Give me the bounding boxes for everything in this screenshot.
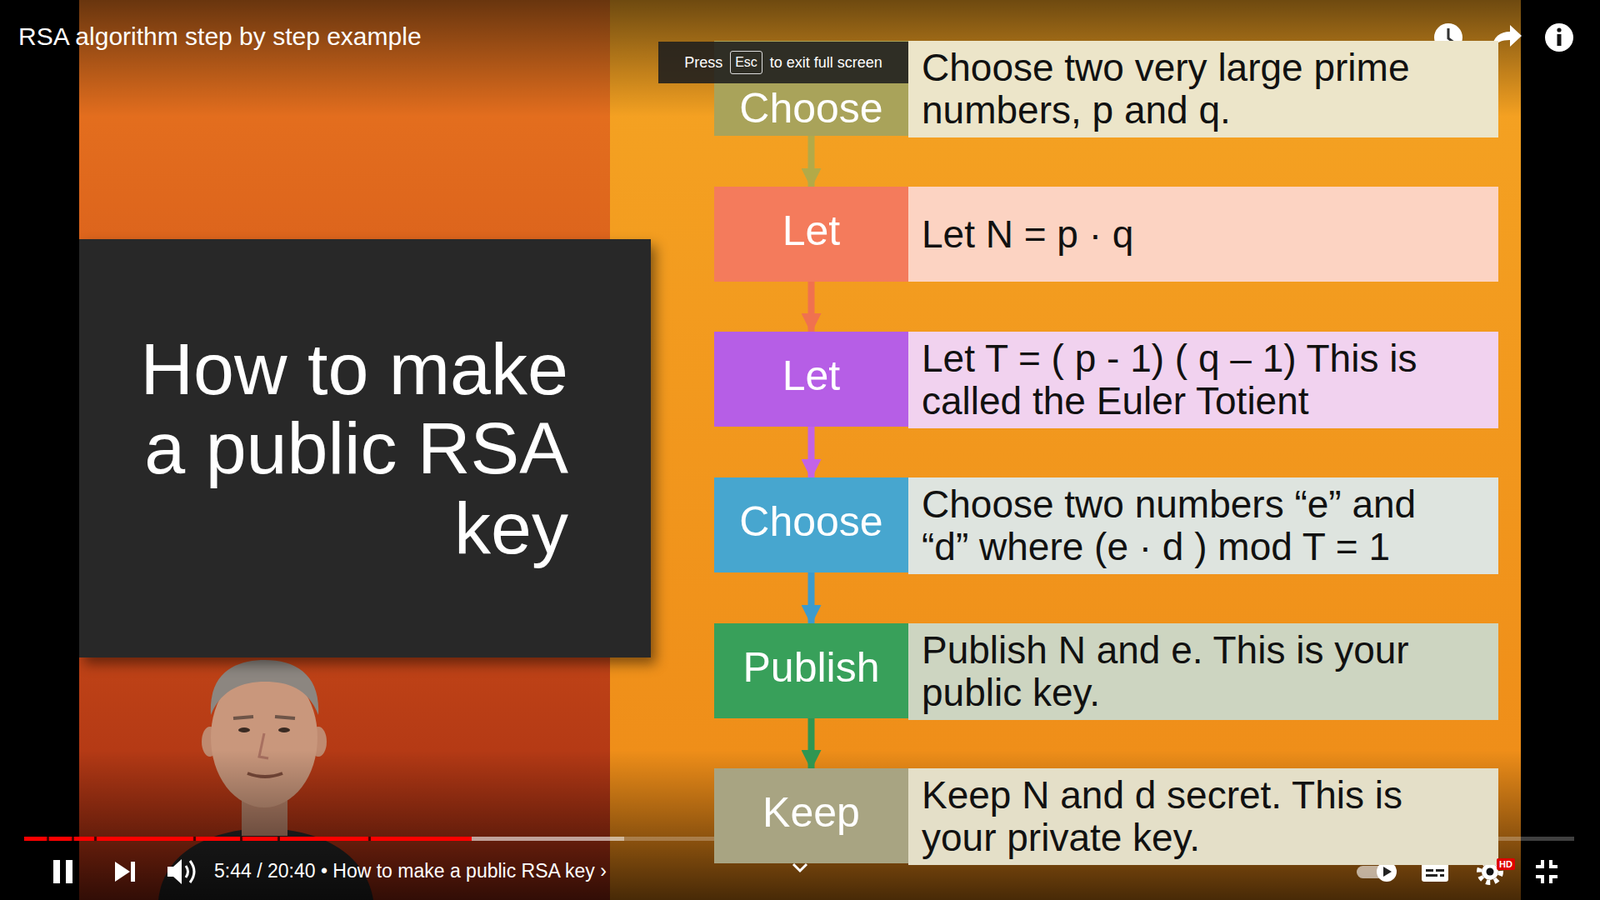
next-bar [130, 861, 135, 882]
presenter-hair [210, 660, 319, 715]
speaker [167, 859, 182, 885]
info-stem [1557, 34, 1562, 46]
sound-wave [185, 865, 189, 878]
step-label: Let [714, 331, 909, 427]
step-text: Let T = ( p - 1) ( q – 1) This is called… [921, 337, 1465, 422]
hd-badge: HD [1496, 858, 1515, 870]
toggle-play [1383, 866, 1392, 877]
corner [1535, 876, 1543, 884]
slide-heading: How to make a public RSA key [110, 329, 569, 567]
hint-text: to exit full screen [770, 54, 883, 72]
chapter-gap [240, 836, 243, 841]
step-label: Keep [714, 768, 909, 864]
step-name: Let [782, 355, 841, 397]
step-text: Keep N and d secret. This is your privat… [921, 774, 1465, 859]
chapter-gap [277, 836, 280, 841]
step-description: Publish N and e. This is your public key… [908, 623, 1499, 720]
sound-wave [190, 860, 195, 883]
chapter-gaps [46, 836, 371, 841]
step-text: Choose two very large prime numbers, p a… [921, 46, 1465, 131]
corner [1550, 860, 1558, 867]
step-name: Choose [739, 500, 883, 543]
video-title: RSA algorithm step by step example [18, 22, 422, 51]
info-circle [1545, 23, 1574, 52]
chapter-gap [368, 836, 371, 841]
time-and-chapter: 5:44 / 20:40 • How to make a public RSA … [214, 860, 607, 883]
flow-arrow [808, 135, 815, 187]
chapter-gap [46, 836, 50, 841]
gear-hole [1486, 868, 1495, 876]
chevron-down [793, 864, 807, 871]
pause-icon [53, 860, 73, 884]
key-cap: Esc [730, 50, 763, 75]
step-name: Let [782, 210, 841, 252]
presenter-brows [233, 716, 295, 719]
progress-buffered [24, 836, 625, 841]
step-description: Keep N and d secret. This is your privat… [908, 768, 1499, 865]
hint-text: Press [684, 54, 723, 72]
info-icon [1545, 23, 1574, 52]
flow-arrow [808, 718, 815, 769]
rsa-title-box: How to make a public RSA key [79, 239, 651, 658]
flow-arrow [808, 426, 815, 478]
captions-line [1435, 869, 1445, 872]
pause-bar [65, 860, 73, 884]
step-description: Let N = p · q [908, 186, 1499, 282]
pause-bar [53, 860, 60, 884]
captions-line [1440, 874, 1445, 877]
progress-played [24, 836, 472, 841]
step-text: Publish N and e. This is your public key… [921, 629, 1465, 714]
flow-arrow [808, 572, 815, 624]
step-description: Let T = ( p - 1) ( q – 1) This is called… [908, 331, 1499, 429]
step-description: Choose two very large prime numbers, p a… [908, 40, 1499, 138]
corner [1550, 876, 1558, 884]
captions-line [1425, 874, 1438, 877]
corner [1535, 860, 1543, 867]
bottom-shade [0, 750, 1600, 900]
captions-line [1425, 869, 1434, 872]
step-label: Publish [714, 623, 909, 719]
next-icon [115, 861, 135, 882]
step-text: Let N = p · q [921, 213, 1465, 256]
exit-fullscreen-icon [1535, 860, 1558, 884]
step-name: Publish [743, 646, 880, 689]
step-name: Keep [762, 791, 860, 834]
info-dot [1556, 27, 1561, 32]
chapter-gap [94, 836, 97, 841]
presenter-eye [278, 727, 290, 733]
step-label: Let [714, 186, 909, 282]
presenter-eye [238, 727, 250, 733]
step-label: Choose [714, 477, 909, 573]
step-name: Choose [739, 87, 883, 130]
flow-arrow [808, 281, 815, 332]
fullscreen-hint: Press Esc to exit full screen [658, 41, 909, 84]
chapter-gap [193, 836, 196, 841]
volume-icon [167, 859, 195, 885]
chapter-gap [71, 836, 75, 841]
gear-body [1481, 863, 1499, 880]
next-triangle [115, 861, 130, 882]
step-description: Choose two numbers “e” and “d” where (e … [908, 477, 1499, 575]
step-text: Choose two numbers “e” and “d” where (e … [921, 483, 1465, 568]
